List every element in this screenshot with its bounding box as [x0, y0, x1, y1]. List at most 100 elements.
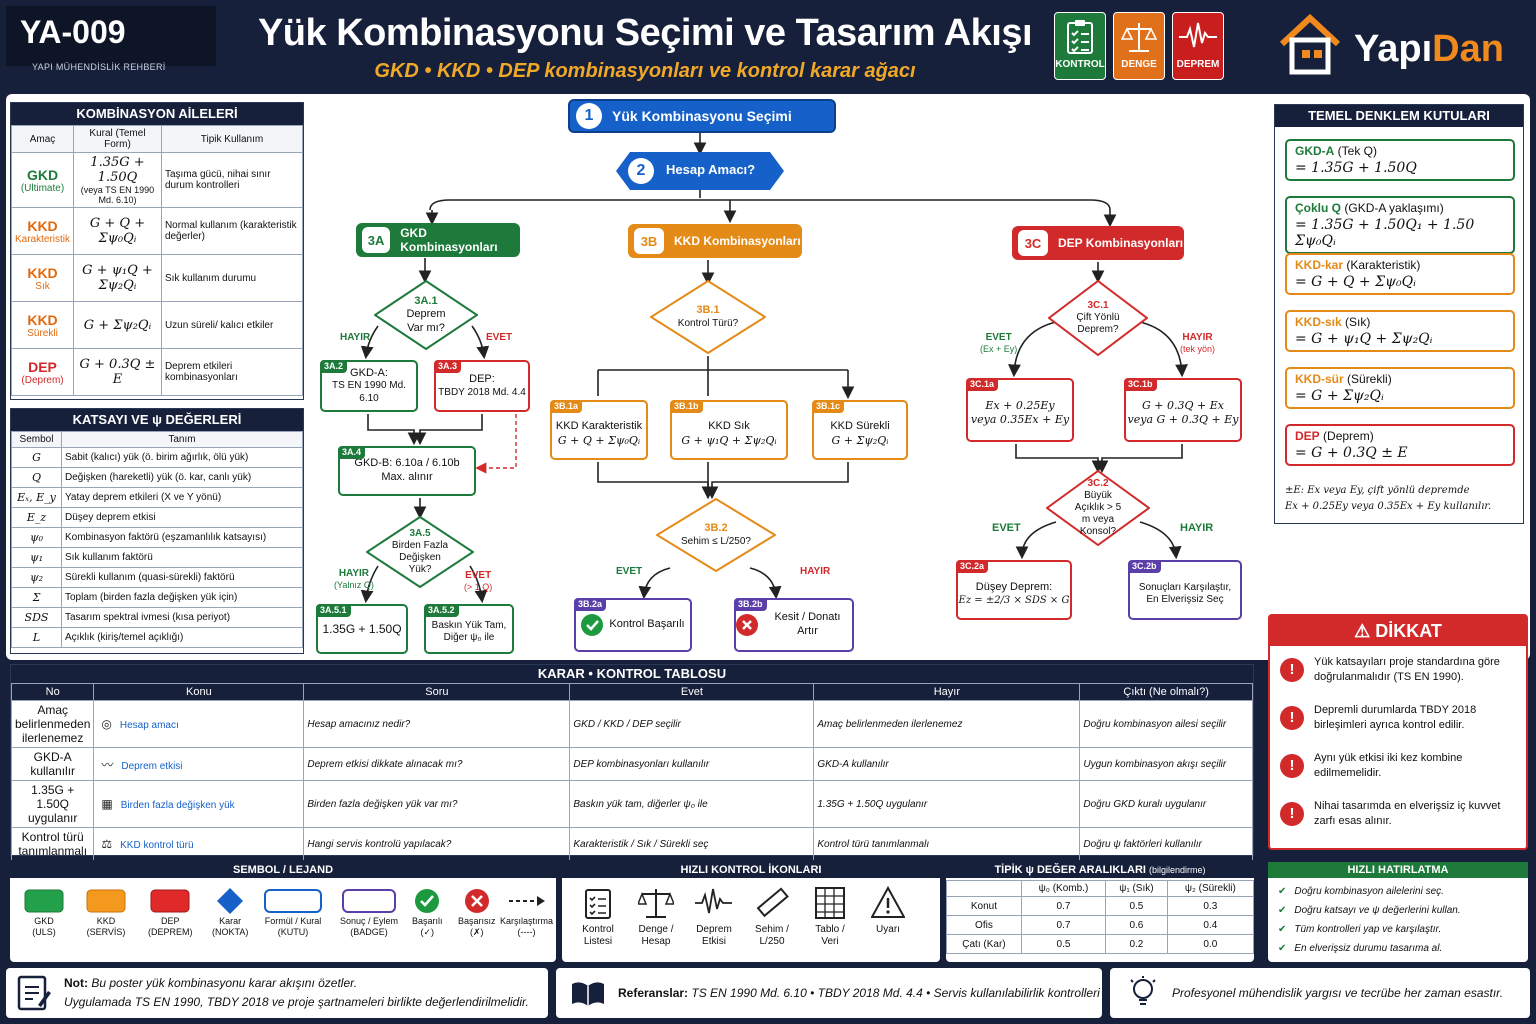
decision-3b2-yes: EVET	[616, 566, 643, 577]
control-row: 1.35G + 1.50Q uygulanır▦Birden fazla değ…	[10, 780, 1253, 828]
legend-panel: SEMBOL / LEJAND GKD(ULS)KKD(SERVİS)DEP(D…	[10, 862, 556, 962]
legend-sub: (✗)	[469, 926, 484, 937]
legend-item: Başarısız(✗)	[458, 886, 496, 938]
warning-item: !Depremli durumlarda TBDY 2018 birleşiml…	[1270, 694, 1526, 742]
warning-text: Aynı yük etkisi iki kez kombine edilmeme…	[1314, 752, 1463, 779]
brand-name: YapıDan	[1354, 28, 1504, 70]
psi-cell: Konut	[946, 896, 1022, 916]
equation-formula: = G + Q + Σψ₀Qᵢ	[1295, 274, 1416, 290]
equation-head: GKD-A (Tek Q)	[1295, 144, 1505, 158]
psi-cell: 0.6	[1105, 915, 1168, 935]
topic-text: Hesap amacı	[119, 720, 179, 731]
equation-desc: (Sık)	[1345, 315, 1371, 329]
step-2-decision[interactable]: 2 Hesap Amacı?	[616, 152, 784, 190]
equation-box: Çoklu Q (GKD-A yaklaşımı)= 1.35G + 1.50Q…	[1285, 196, 1515, 254]
legend-label: Sonuç / Eylem	[340, 916, 399, 926]
psi-panel: TİPİK ψ DEĞER ARALIKLARI (bilgilendirme)…	[946, 862, 1255, 962]
yes-cell: Karakteristik / Sık / Sürekli seç	[569, 827, 815, 861]
row-number: GKD-A kullanılır	[10, 747, 95, 781]
decision-3c1-no: HAYIR(tek yön)	[1180, 332, 1216, 354]
equation-name: KKD-kar	[1295, 258, 1344, 272]
equation-box: KKD-sık (Sık)= G + ψ₁Q + Σψ₂Qᵢ	[1285, 310, 1515, 352]
warning-panel: ⚠ DİKKAT !Yük katsayıları proje standard…	[1268, 614, 1528, 850]
col-header: Kural (Temel Form)	[73, 125, 162, 153]
legend-item: GKD(ULS)	[24, 886, 64, 938]
reminder-panel: HIZLI HATIRLATMA ✔Doğru kombinasyon aile…	[1268, 862, 1528, 962]
output-cell: Doğru GKD kuralı uygulanır	[1079, 780, 1253, 828]
legend-sub: (✓)	[420, 926, 435, 937]
warning-text: Yük katsayıları proje standardına göre d…	[1314, 656, 1500, 683]
legend-item: Başarılı(✓)	[412, 886, 443, 938]
step-2-number: 2	[628, 158, 654, 184]
legend-sub: (KUTU)	[277, 926, 309, 937]
reminder-list: ✔Doğru kombinasyon ailelerini seç.✔ Doğru…	[1268, 878, 1528, 962]
symbol-cell: ψ₁	[11, 547, 62, 568]
cross-circle-icon	[736, 614, 758, 636]
quick-icon-item: Denge /Hesap	[634, 886, 678, 948]
legend-dep-swatch	[148, 886, 193, 916]
output-cell: Uygun kombinasyon akışı seçilir	[1079, 747, 1253, 781]
equation-formula: = 1.35G + 1.50Q	[1295, 160, 1417, 176]
psi-cell: 0.3	[1166, 896, 1255, 916]
lightbulb-icon	[1130, 976, 1156, 1005]
col-header: Amaç	[10, 125, 75, 153]
legend-diamond-icon	[212, 886, 248, 916]
equation-formula: = 1.35G + 1.50Q₁ + 1.50 Σψ₀Qᵢ	[1295, 217, 1475, 249]
check-circle-icon	[581, 614, 604, 636]
reminder-text: Doğru katsayı ve ψ değerlerini kullan.	[1294, 905, 1461, 916]
quick-label: Deprem	[696, 924, 732, 935]
psi-cell: 0.7	[1020, 915, 1107, 935]
yes-cell: DEP kombinasyonları kullanılır	[569, 747, 815, 781]
equation-desc: (Karakteristik)	[1346, 258, 1421, 272]
legend-label: GKD	[34, 916, 54, 926]
yes-cell: GKD / KKD / DEP seçilir	[569, 700, 815, 748]
equation-formula: = G + 0.3Q ± E	[1295, 445, 1408, 461]
quick-label: Uyarı	[876, 924, 900, 935]
symbol-cell: L	[11, 627, 62, 648]
equation-desc: (GKD-A yaklaşımı)	[1344, 201, 1444, 215]
row-number: Kontrol türü tanımlanmalı	[10, 827, 95, 861]
family-row: GKD(Ultimate)1.35G + 1.50Q(veya TS EN 19…	[10, 152, 304, 208]
topic-text: Birden fazla değişken yük	[120, 800, 235, 811]
reminder-item: ✔Doğru kombinasyon ailelerini seç.	[1278, 882, 1518, 901]
decision-3c1-yes: EVET(Ex + Ey)	[980, 332, 1018, 354]
decision-3a5-yes: EVET(> 1 Q)	[464, 570, 493, 592]
checklist-header-icon: KONTROL	[1054, 12, 1106, 80]
control-row: Amaç belirlenmeden ilerlenemez◎Hesap ama…	[10, 700, 1253, 748]
footer-tip: Profesyonel mühendislik yargısı ve tecrü…	[1110, 968, 1530, 1018]
quick-label: Denge /	[638, 924, 674, 935]
topic-cell: ⚖KKD kontrol türü	[93, 827, 305, 861]
checkmark-icon: ✔	[1278, 886, 1287, 897]
